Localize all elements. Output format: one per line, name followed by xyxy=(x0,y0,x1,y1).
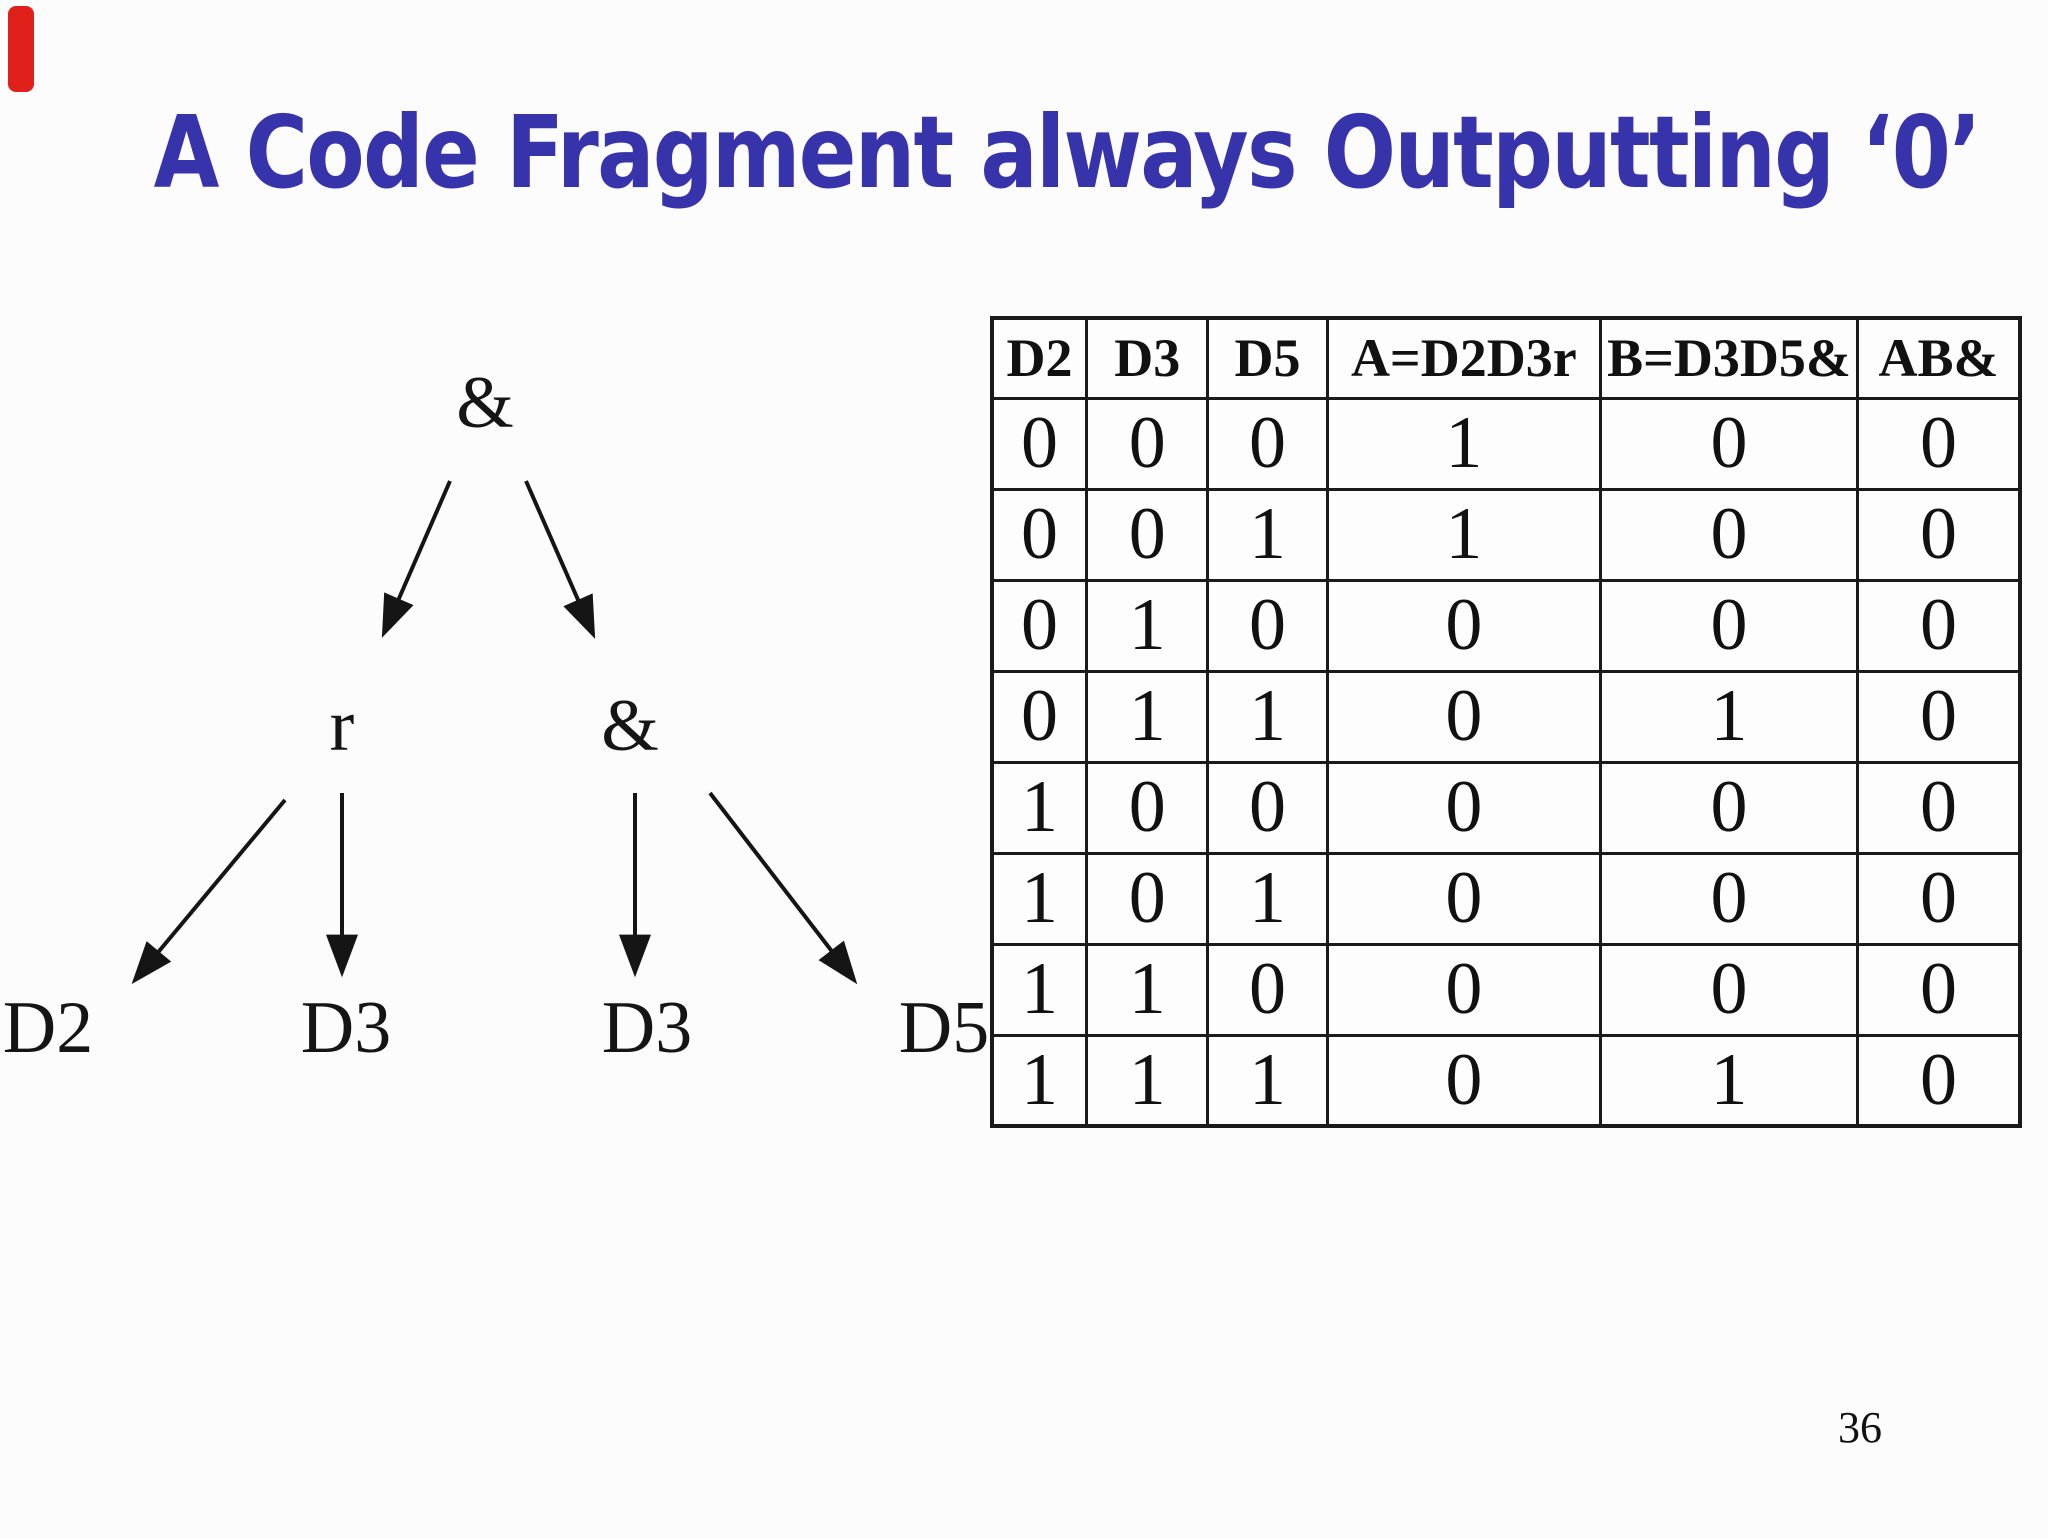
table-cell: 1 xyxy=(1206,669,1329,764)
tree-edge-and-d5 xyxy=(708,791,858,985)
table-cell: 0 xyxy=(990,578,1089,673)
table-header-cell: D3 xyxy=(1085,316,1210,400)
table-cell: 0 xyxy=(990,669,1089,764)
tree-edge-root-left xyxy=(381,480,452,638)
table-cell: 0 xyxy=(1325,760,1603,855)
table-cell: 0 xyxy=(1325,851,1603,946)
table-cell: 0 xyxy=(1856,396,2022,491)
table-cell: 1 xyxy=(1325,487,1603,582)
tree-node-root-and: & xyxy=(456,362,514,444)
expression-tree: & r & D2 D3 D3 D5 xyxy=(3,362,989,1069)
table-cell: 1 xyxy=(1085,1033,1210,1128)
table-cell: 0 xyxy=(1325,669,1603,764)
table-cell: 1 xyxy=(1206,851,1329,946)
table-cell: 1 xyxy=(990,942,1089,1037)
table-cell: 1 xyxy=(990,760,1089,855)
table-cell: 0 xyxy=(1856,851,2022,946)
page-number: 36 xyxy=(1838,1403,1882,1452)
table-header-cell: D5 xyxy=(1206,316,1329,400)
table-cell: 0 xyxy=(1599,487,1860,582)
tree-leaf-d3-right: D3 xyxy=(602,987,692,1069)
table-cell: 0 xyxy=(1599,578,1860,673)
table-cell: 0 xyxy=(1325,942,1603,1037)
table-cell: 0 xyxy=(1856,669,2022,764)
tree-node-r: r xyxy=(330,685,355,767)
table-header-cell: D2 xyxy=(990,316,1089,400)
table-cell: 0 xyxy=(1206,760,1329,855)
table-cell: 0 xyxy=(1599,760,1860,855)
tree-leaf-d3-left: D3 xyxy=(301,987,391,1069)
table-cell: 0 xyxy=(1085,851,1210,946)
table-cell: 0 xyxy=(1325,578,1603,673)
tree-edge-root-right xyxy=(524,480,596,639)
red-corner-mark xyxy=(8,6,34,92)
table-cell: 0 xyxy=(1085,487,1210,582)
table-cell: 1 xyxy=(1599,1033,1860,1128)
table-cell: 0 xyxy=(1856,942,2022,1037)
tree-leaf-d5: D5 xyxy=(899,987,989,1069)
table-cell: 0 xyxy=(1206,396,1329,491)
table-cell: 1 xyxy=(1085,578,1210,673)
table-cell: 0 xyxy=(1856,1033,2022,1128)
table-cell: 1 xyxy=(1085,669,1210,764)
table-cell: 1 xyxy=(1206,487,1329,582)
slide-title: A Code Fragment always Outputting ‘0’ xyxy=(153,94,1982,211)
tree-node-and: & xyxy=(601,685,659,767)
tree-leaf-d2: D2 xyxy=(3,987,93,1069)
table-cell: 1 xyxy=(1206,1033,1329,1128)
table-cell: 1 xyxy=(990,1033,1089,1128)
table-cell: 0 xyxy=(1325,1033,1603,1128)
table-cell: 0 xyxy=(1856,487,2022,582)
table-cell: 0 xyxy=(1206,942,1329,1037)
table-cell: 1 xyxy=(1599,669,1860,764)
table-header-cell: B=D3D5& xyxy=(1599,316,1860,400)
table-cell: 0 xyxy=(990,487,1089,582)
table-cell: 0 xyxy=(1856,578,2022,673)
tree-edge-r-d2 xyxy=(131,798,287,985)
table-cell: 0 xyxy=(1856,760,2022,855)
table-cell: 0 xyxy=(1085,760,1210,855)
table-cell: 0 xyxy=(1599,396,1860,491)
table-cell: 1 xyxy=(1085,942,1210,1037)
table-cell: 1 xyxy=(1325,396,1603,491)
table-cell: 1 xyxy=(990,851,1089,946)
table-cell: 0 xyxy=(990,396,1089,491)
table-cell: 0 xyxy=(1599,942,1860,1037)
table-cell: 0 xyxy=(1085,396,1210,491)
table-cell: 0 xyxy=(1599,851,1860,946)
table-header-cell: AB& xyxy=(1856,316,2022,400)
table-cell: 0 xyxy=(1206,578,1329,673)
table-header-cell: A=D2D3r xyxy=(1325,316,1603,400)
